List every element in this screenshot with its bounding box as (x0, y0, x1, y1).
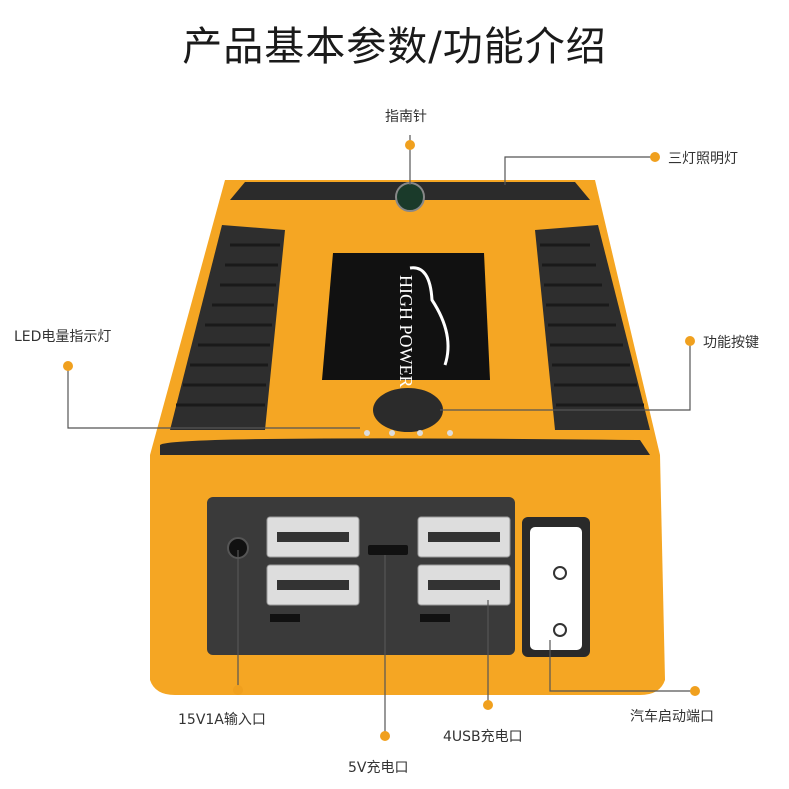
logo-lettering: HIGH POWER (396, 275, 416, 388)
car-start-port (530, 527, 582, 650)
label-compass: 指南针 (385, 109, 427, 125)
page-title: 产品基本参数/功能介绍 (182, 24, 607, 70)
callout-dots (63, 140, 700, 741)
logo-car-icon (409, 266, 450, 366)
label-input: 15V1A输入口 (178, 712, 266, 728)
function-button (373, 388, 443, 432)
right-grip (535, 225, 650, 430)
label-car-start: 汽车启动端口 (630, 709, 714, 725)
left-grip (170, 225, 285, 430)
label-light: 三灯照明灯 (668, 151, 738, 167)
label-usb: 4USB充电口 (443, 729, 523, 745)
label-5v: 5V充电口 (348, 760, 409, 776)
compass-icon (395, 182, 425, 212)
micro-usb-port (368, 545, 408, 555)
label-button: 功能按键 (703, 335, 759, 351)
label-led: LED电量指示灯 (14, 329, 112, 345)
